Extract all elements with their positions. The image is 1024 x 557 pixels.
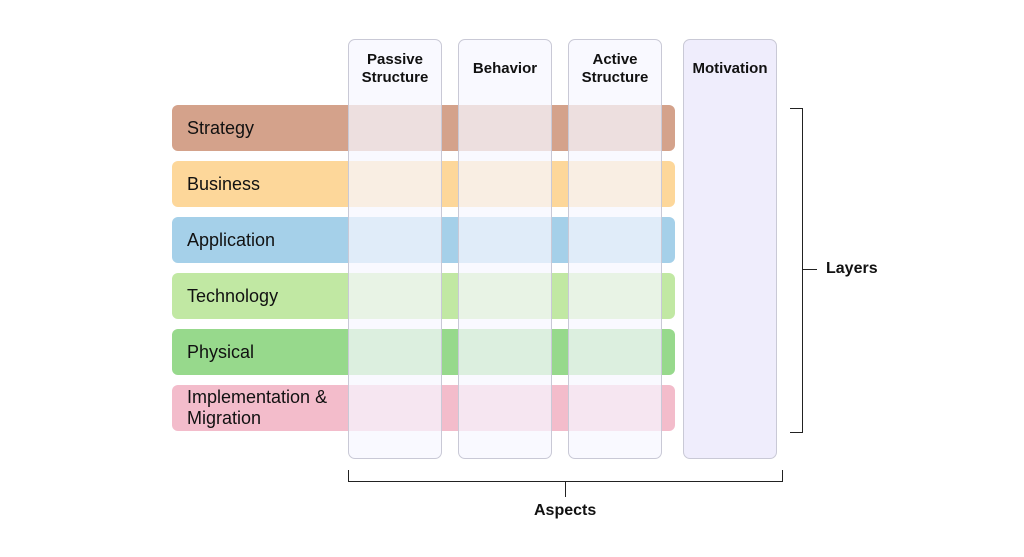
layers-bracket [790,108,803,433]
aspect-label-passive-structure: Passive Structure [361,51,429,86]
aspects-bracket [348,470,783,482]
aspect-label-motivation: Motivation [692,60,768,77]
aspect-column-behavior: Behavior [458,39,552,459]
layer-label-application: Application [187,229,276,250]
layer-label-implementation-migration: Implementation & Migration [187,387,328,428]
layer-label-business: Business [187,173,261,194]
layer-label-strategy: Strategy [187,117,255,138]
layer-label-technology: Technology [187,285,279,306]
aspect-column-motivation: Motivation [683,39,777,459]
aspect-label-active-structure: Active Structure [581,51,649,86]
layer-label-physical: Physical [187,341,255,362]
aspects-label: Aspects [534,502,597,519]
aspect-label-behavior: Behavior [472,60,538,77]
aspect-column-passive-structure: Passive Structure [348,39,442,459]
layers-bracket-tick [803,269,817,270]
layers-label: Layers [826,260,878,277]
aspect-column-active-structure: Active Structure [568,39,662,459]
aspects-bracket-tick [565,482,566,497]
